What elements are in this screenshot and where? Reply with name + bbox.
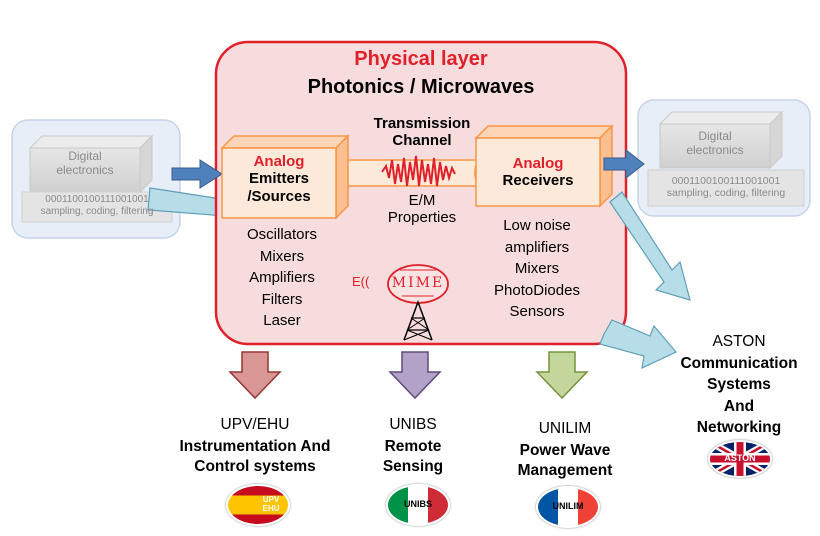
- right-blue-arrow: [603, 148, 645, 180]
- unibs-arrow: [388, 351, 442, 400]
- left-bits-caption: sampling, coding, filtering: [40, 205, 154, 217]
- partner-upv: UPV/EHU Instrumentation And Control syst…: [150, 416, 360, 475]
- left-digital-label-line2: electronics: [56, 162, 114, 177]
- emitters-analog: Analog: [253, 153, 305, 170]
- channel-properties: E/M Properties: [360, 192, 484, 227]
- upv-arrow: [228, 351, 282, 400]
- right-digital-label-line2: electronics: [686, 142, 744, 157]
- partner-unibs-role1: Remote: [384, 437, 442, 455]
- receivers-list: Low noise amplifiers Mixers PhotoDiodes …: [470, 215, 604, 323]
- receivers-box: [474, 124, 614, 208]
- partner-unibs: UNIBS Remote Sensing: [368, 416, 458, 475]
- channel-title-line2: Channel: [392, 132, 452, 150]
- receivers-item: Sensors: [509, 303, 565, 320]
- emitters-item: Filters: [261, 290, 303, 308]
- receivers-line1: Receivers: [502, 172, 574, 190]
- partner-unilim: UNILIM Power Wave Management: [500, 420, 630, 479]
- partner-aston-role1: Communication: [680, 354, 798, 372]
- emitters-list: Oscillators Mixers Amplifiers Filters La…: [226, 224, 338, 332]
- aston-arrow-upper: [609, 191, 691, 301]
- upv-flag-badge: UPV EHU: [226, 484, 290, 526]
- partner-upv-role1: Instrumentation And: [179, 437, 331, 455]
- partner-unibs-role2: Sensing: [382, 457, 444, 475]
- partner-unilim-name: UNILIM: [538, 420, 592, 437]
- mime-logo: [387, 264, 449, 341]
- receivers-item: PhotoDiodes: [494, 281, 580, 299]
- channel-title: Transmission Channel: [352, 115, 492, 150]
- right-bits-text: 0001100100111001001: [671, 175, 781, 187]
- partner-unibs-name: UNIBS: [389, 416, 437, 433]
- right-digital-bits: 0001100100111001001 sampling, coding, fi…: [648, 175, 804, 199]
- upv-badge-text: UPV EHU: [262, 495, 280, 513]
- receivers-item: amplifiers: [504, 238, 570, 256]
- left-blue-arrow: [171, 159, 223, 189]
- channel-prop-line1: E/M: [408, 192, 436, 209]
- unilim-arrow: [535, 351, 589, 400]
- emitters-line1: Emitters: [248, 170, 310, 188]
- left-digital-bits: 0001100100111001001 sampling, coding, fi…: [22, 194, 172, 217]
- partner-upv-name: UPV/EHU: [220, 416, 290, 433]
- unibs-flag-badge: UNIBS: [386, 484, 450, 526]
- emitters-box: [220, 134, 350, 220]
- left-digital-label-line1: Digital: [68, 149, 102, 163]
- emitters-item: Mixers: [259, 247, 305, 265]
- right-digital-label-line1: Digital: [698, 129, 732, 143]
- physical-layer-subtitle: Photonics / Microwaves: [307, 76, 535, 98]
- partner-upv-role2: Control systems: [194, 457, 316, 475]
- aston-arrow-lower: [599, 319, 677, 370]
- emitters-item: Laser: [263, 312, 301, 329]
- receivers-box-label: Analog Receivers: [476, 155, 600, 190]
- channel-prop-line2: Properties: [387, 209, 457, 227]
- aston-badge-text: ASTON: [724, 453, 756, 463]
- partner-aston-role3: And: [723, 397, 755, 415]
- partner-aston: ASTON Communication Systems And Networki…: [666, 331, 812, 439]
- physical-layer-box: [214, 40, 628, 346]
- left-bits-text: 0001100100111001001: [45, 194, 149, 205]
- aston-flag-badge: ASTON: [708, 440, 772, 478]
- physical-layer-title: Physical layer: [354, 48, 488, 70]
- emitters-item: Amplifiers: [249, 269, 315, 286]
- emitters-item: Oscillators: [246, 226, 317, 243]
- partner-aston-name: ASTON: [712, 333, 766, 350]
- emitters-box-label: Analog Emitters /Sources: [222, 153, 336, 205]
- unilim-flag-badge: UNILIM: [536, 486, 600, 528]
- union-jack-icon: [710, 442, 770, 476]
- partner-unilim-role2: Management: [517, 461, 613, 479]
- partner-aston-role4: Networking: [696, 419, 782, 436]
- right-digital-box: [658, 110, 784, 170]
- channel-title-line1: Transmission: [373, 115, 471, 132]
- mime-logo-text: MIME: [391, 275, 445, 291]
- mime-wave-text: E((: [352, 274, 370, 289]
- right-bits-caption: sampling, coding, filtering: [666, 187, 786, 200]
- partner-aston-role2: Systems: [707, 376, 771, 393]
- right-bits-box: [647, 169, 805, 207]
- unibs-badge-text: UNIBS: [403, 499, 432, 509]
- receivers-item: Mixers: [514, 260, 560, 277]
- emitters-line2: /Sources: [247, 187, 311, 205]
- left-bits-box: [21, 191, 173, 223]
- right-digital-label: Digital electronics: [660, 129, 770, 158]
- left-digital-label: Digital electronics: [30, 149, 140, 178]
- em-wave: [381, 155, 456, 187]
- receivers-item: Low noise: [503, 217, 571, 234]
- unilim-badge-text: UNILIM: [552, 501, 584, 511]
- partner-unilim-role1: Power Wave: [519, 441, 611, 459]
- receivers-analog: Analog: [512, 155, 564, 172]
